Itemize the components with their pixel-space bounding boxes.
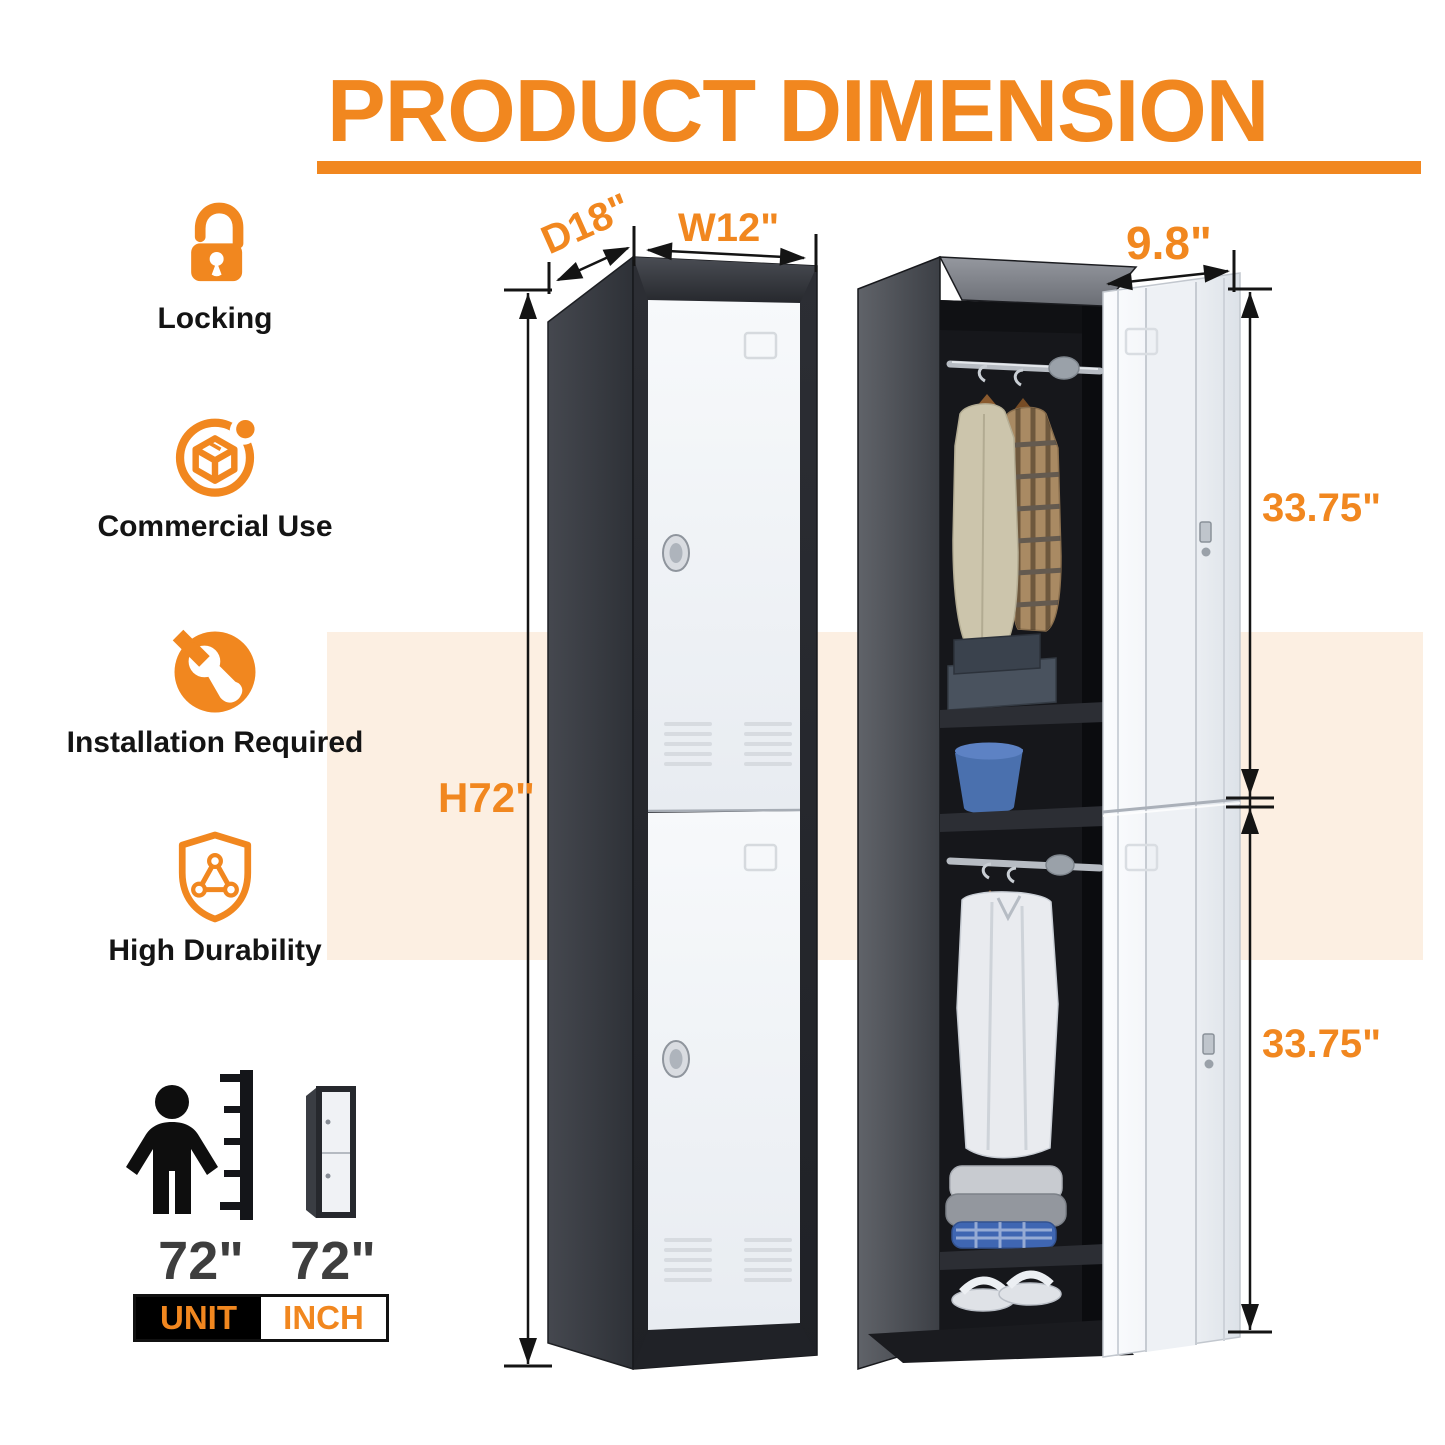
shelf [940,1244,1105,1270]
feature-installation: Installation Required [45,628,385,760]
scale-reference [126,1070,356,1220]
label-holder [1124,843,1159,872]
folded-clothes [945,1193,1067,1227]
feature-label: Installation Required [66,726,364,759]
closed-locker [547,255,818,1371]
label-holder [743,843,778,872]
feature-commercial-use: Commercial Use [45,408,385,544]
white-clothes [956,891,1059,1159]
unit-value: INCH [261,1297,386,1339]
shelf [940,702,1105,728]
label-holder [1124,327,1159,356]
person-height-label: 72" [158,1231,244,1291]
feature-durability: High Durability [45,830,385,968]
width-dimension-label: W12" [678,206,780,250]
closed-locker-upper-door [648,300,800,811]
height-dimension-label: H72" [438,774,535,821]
title-underline [317,161,1421,174]
closed-locker-lower-door [648,811,800,1330]
page-title: PRODUCT DIMENSION [327,61,1269,160]
person-icon [126,1085,218,1214]
cam-lock [662,534,690,572]
ruler-icon [220,1070,253,1220]
wrench-icon [172,629,256,713]
beige-coat [952,403,1019,653]
storage-box [953,633,1041,675]
cube-box-icon [175,417,258,497]
upper-compartment-dimension-label: 33.75" [1262,486,1382,530]
shelf [940,806,1105,832]
dimension-arrowheads [519,242,1259,1364]
feature-locking: Locking [45,198,385,336]
locker-height-label: 72" [290,1231,376,1291]
label-holder [743,331,778,360]
feature-label: Locking [157,302,273,335]
blue-bowl [955,749,1023,814]
shield-icon [178,831,252,923]
slippers [951,1270,1062,1312]
feature-label: High Durability [108,934,322,967]
door-latch [1199,521,1212,557]
open-door [1102,272,1241,1358]
locker-icon [306,1086,356,1218]
open-locker [857,255,1241,1371]
unit-badge: UNIT INCH [133,1294,389,1342]
upper-compartment [940,356,1105,832]
unit-key: UNIT [136,1297,261,1339]
door-vents [664,722,792,1282]
door-latch [1202,1033,1215,1069]
feature-label: Commercial Use [97,510,333,543]
folded-plaid [951,1221,1057,1249]
lower-compartment [940,854,1105,1312]
locker-base [868,1320,1134,1363]
hanging-rod [946,857,1104,872]
lock-icon [191,202,244,282]
door-width-dimension-label: 9.8" [1126,217,1212,269]
cam-lock [662,1040,690,1078]
lower-compartment-dimension-label: 33.75" [1262,1022,1382,1066]
